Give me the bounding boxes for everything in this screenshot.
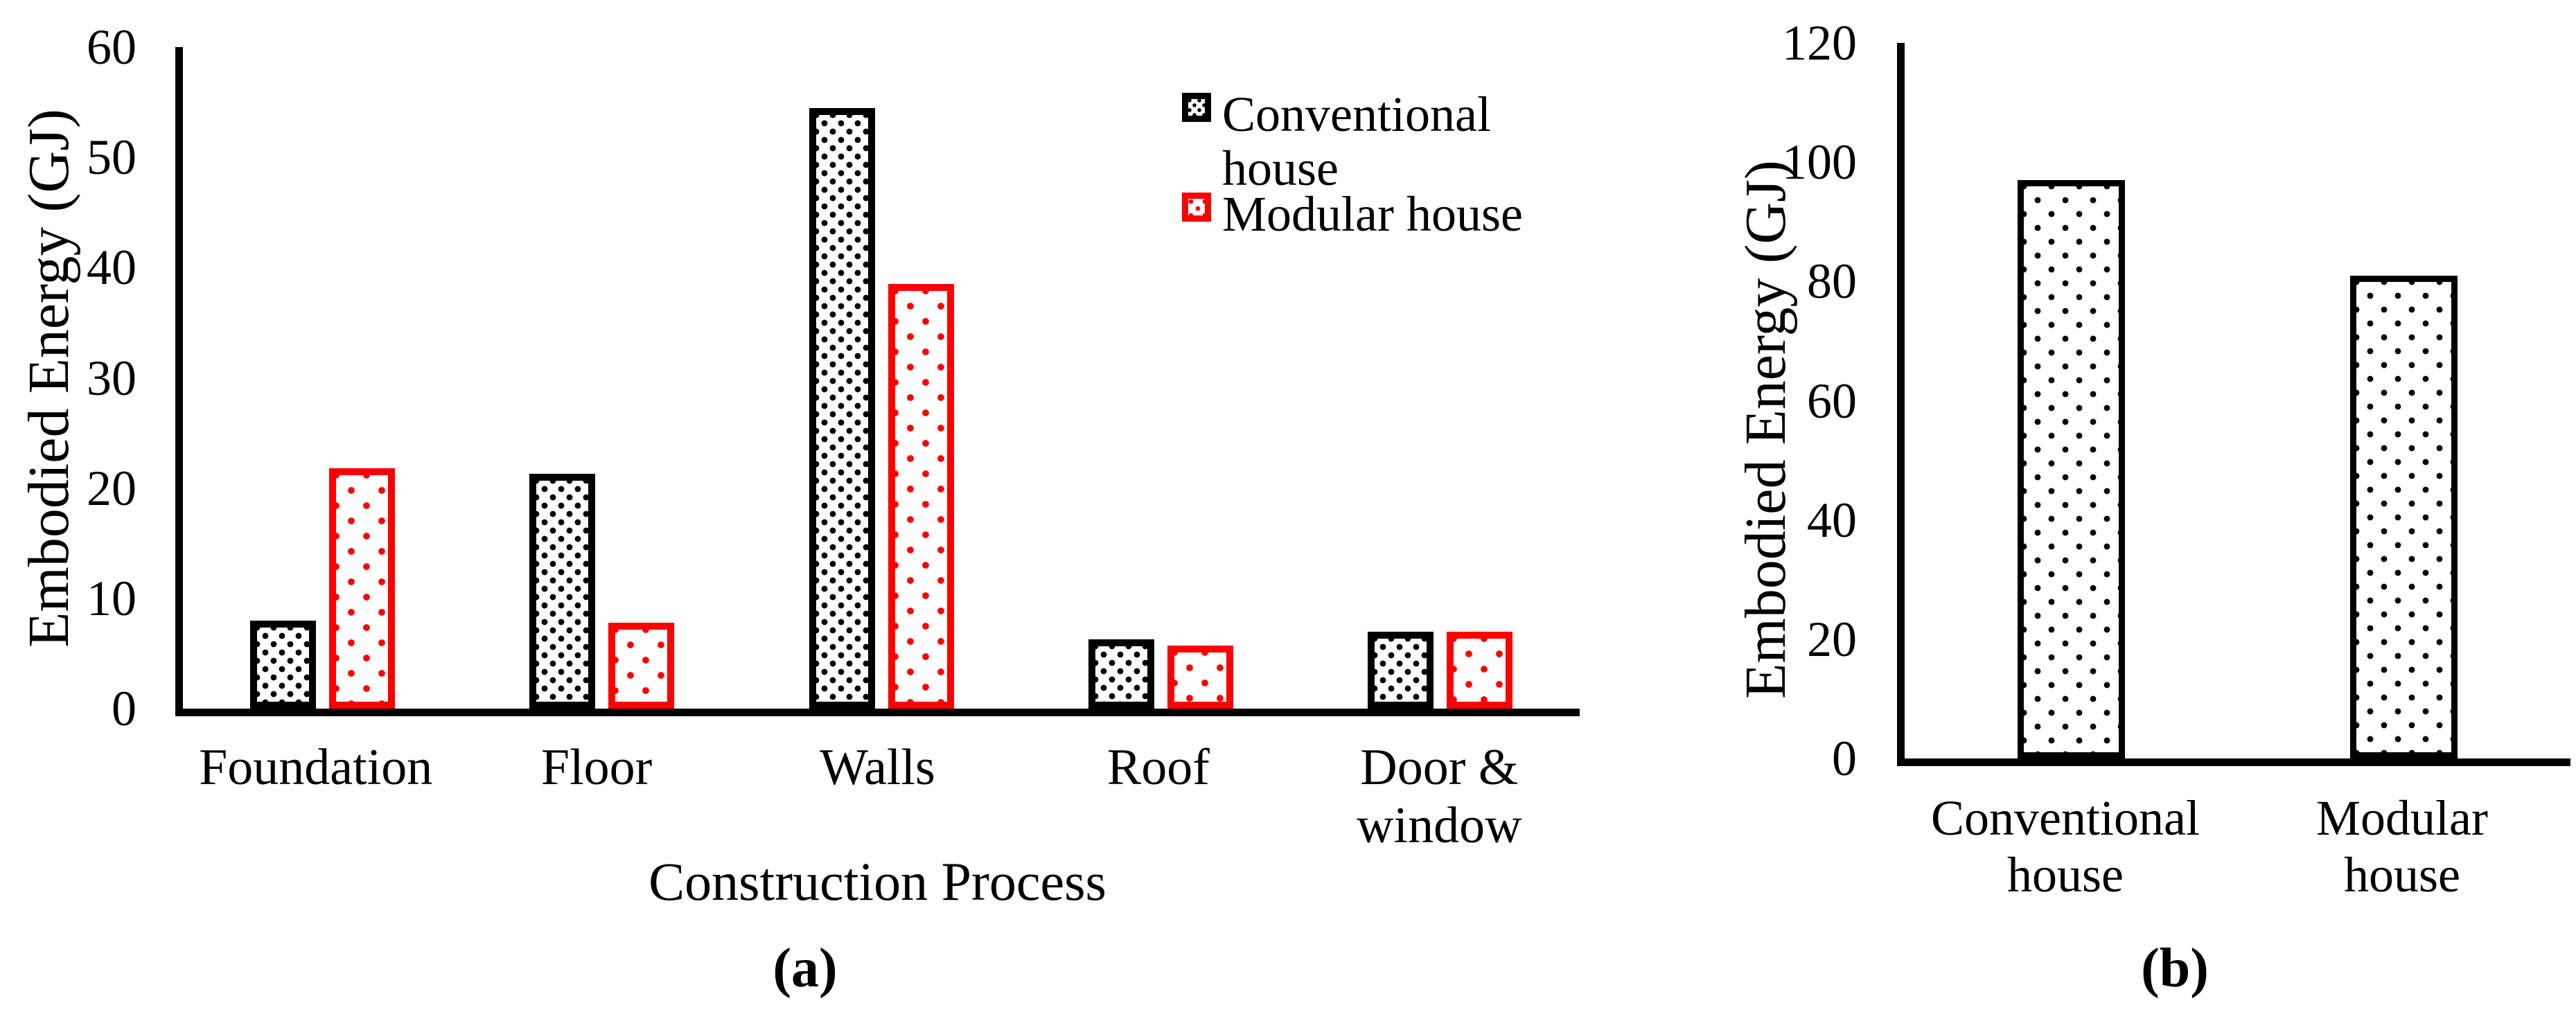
x-category-labels-a: Foundation Floor Walls Roof Door & window (175, 738, 1580, 855)
bar-group-walls (741, 47, 1021, 709)
bar-conventional-house-foundation (250, 621, 317, 709)
bar-group-roof (1021, 47, 1300, 709)
bar-group-floor (462, 47, 741, 709)
y-tick-label-10: 10 (87, 571, 136, 626)
caption-a: (a) (773, 938, 838, 999)
bar-modular-house-door-window (1446, 632, 1512, 709)
y-tick-label-30: 30 (87, 350, 136, 406)
plot-area-a (175, 47, 1580, 716)
y-tick-label-0: 0 (112, 681, 136, 736)
y-tick-label-20: 20 (1807, 612, 1857, 667)
legend-label-conventional: Conventional house (1222, 87, 1491, 196)
bar-group-modular-house (2238, 43, 2571, 758)
y-tick-label-40: 40 (1807, 492, 1857, 548)
modular-house-swatch-icon (1182, 193, 1211, 222)
legend-label-modular: Modular house (1222, 186, 1523, 242)
bar-group-foundation (183, 47, 462, 709)
bar-conventional-house-walls (809, 108, 875, 709)
y-tick-label-60: 60 (1807, 373, 1857, 429)
x-category-labels-b: Conventional house Modular house (1897, 790, 2570, 903)
bar-modular-house-walls (888, 284, 954, 709)
y-tick-label-50: 50 (87, 130, 136, 185)
bar-group-door-window (1300, 47, 1580, 709)
bar-modular-house-floor (608, 623, 675, 709)
bar-conventional-house-floor (529, 474, 596, 709)
legend: Conventional house Modular house (1182, 87, 1555, 241)
x-axis-title-a: Construction Process (649, 851, 1106, 912)
x-category-label-floor: Floor (540, 739, 653, 796)
bar-conventional-house-door-window (1367, 632, 1433, 709)
plot-area-b (1897, 43, 2570, 766)
y-tick-label-0: 0 (1832, 731, 1857, 786)
bar-conventional-house-roof (1088, 639, 1154, 709)
x-category-label-modular-house: Modular house (2316, 790, 2488, 903)
y-tick-label-20: 20 (87, 461, 136, 516)
legend-item-conventional: Conventional house (1182, 87, 1555, 195)
caption-b: (b) (2141, 938, 2209, 999)
x-category-label-roof: Roof (1106, 739, 1210, 796)
x-category-label-walls: Walls (820, 739, 935, 796)
y-tick-label-100: 100 (1782, 134, 1857, 190)
y-axis-ticks-a: 0 10 20 30 40 50 60 (0, 22, 136, 734)
legend-item-modular: Modular house (1182, 187, 1555, 241)
y-tick-label-80: 80 (1807, 254, 1857, 309)
x-category-label-foundation: Foundation (199, 739, 433, 796)
x-category-label-conventional-house: Conventional house (1931, 790, 2200, 903)
bar-embodied-energy-conventional-house (2017, 180, 2125, 758)
conventional-house-swatch-icon (1182, 93, 1211, 122)
bar-modular-house-roof (1167, 646, 1233, 709)
bar-group-conventional-house (1905, 43, 2238, 758)
x-category-label-door-window: Door & window (1357, 739, 1522, 854)
y-tick-label-120: 120 (1782, 15, 1857, 71)
y-axis-ticks-b: 0 20 40 60 80 100 120 (1663, 18, 1857, 783)
bar-modular-house-foundation (329, 468, 396, 709)
y-tick-label-60: 60 (87, 19, 136, 75)
y-tick-label-40: 40 (87, 240, 136, 295)
bar-embodied-energy-modular-house (2350, 276, 2458, 758)
